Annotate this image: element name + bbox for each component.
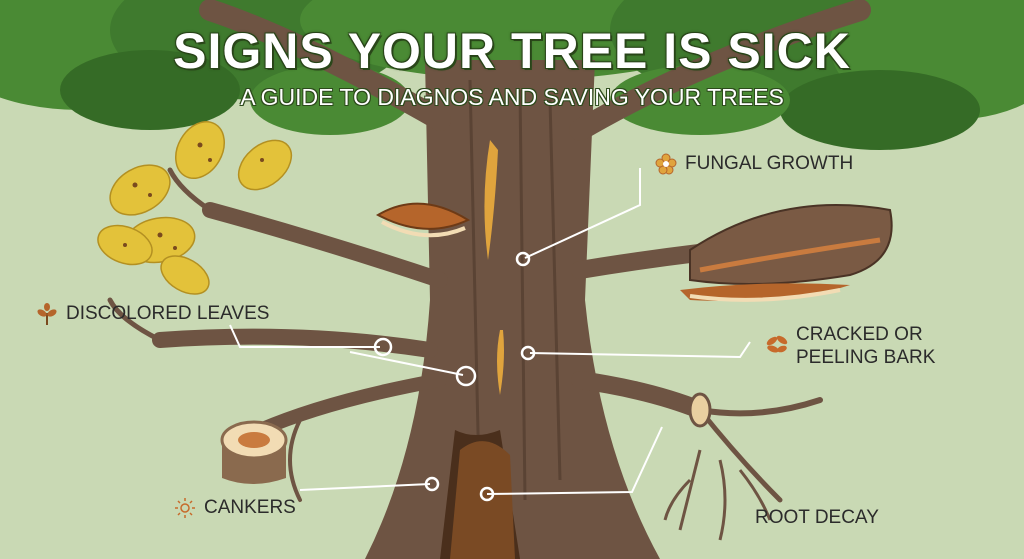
- branches: [107, 0, 871, 503]
- discolored-leaf-cluster: [97, 121, 293, 295]
- label-root-decay: ROOT DECAY: [755, 506, 879, 529]
- leader-markers: [373, 251, 536, 502]
- cut-branch-end: [688, 392, 712, 428]
- page-subtitle: A GUIDE TO DIAGNOS AND SAVING YOUR TREES: [240, 84, 784, 110]
- label-discolored-leaves: DISCOLORED LEAVES: [34, 302, 269, 325]
- page-title: SIGNS YOUR TREE IS SICK: [173, 23, 851, 79]
- sprout-icon: [34, 302, 60, 325]
- fungal-bracket-small: [375, 202, 471, 238]
- label-cracked-bark-line2: PEELING BARK: [796, 347, 936, 368]
- label-cracked-bark: CRACKED OR PEELING BARK: [764, 323, 935, 369]
- cut-branch-stump: [220, 420, 288, 484]
- label-cankers: CANKERS: [172, 496, 296, 519]
- leaf-spots: [123, 142, 264, 250]
- leader-lines: [229, 168, 751, 495]
- leaf-cluster-icon: [764, 333, 790, 355]
- label-cracked-bark-line1: CRACKED OR: [796, 324, 923, 345]
- fungal-bracket-large: [680, 204, 893, 302]
- roots: [663, 449, 772, 541]
- flower-icon: [653, 153, 679, 175]
- canopy: [0, 0, 1024, 150]
- label-fungal-growth: FUNGAL GROWTH: [653, 152, 853, 175]
- label-fungal-growth-text: FUNGAL GROWTH: [685, 153, 854, 174]
- label-cankers-text: CANKERS: [204, 497, 296, 518]
- label-root-decay-text: ROOT DECAY: [755, 507, 879, 528]
- label-discolored-leaves-text: DISCOLORED LEAVES: [66, 303, 270, 324]
- sun-icon: [172, 497, 198, 519]
